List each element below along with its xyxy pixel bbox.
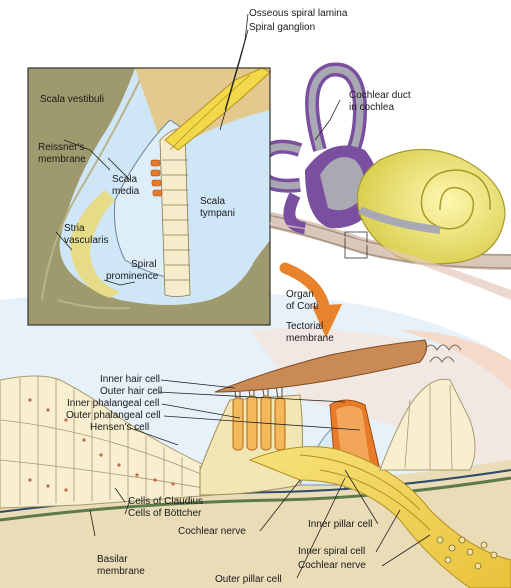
label-stria-2: vascularis <box>64 235 108 246</box>
label-inner-hair-cell: Inner hair cell <box>100 374 160 385</box>
label-outer-pillar-cell: Outer pillar cell <box>215 574 282 585</box>
label-spiral-prominence-1: Spiral <box>131 259 157 270</box>
label-reissners-1: Reissner's <box>38 142 84 153</box>
label-in-cochlea: in cochlea <box>349 102 394 113</box>
label-cells-of-bottcher: Cells of Böttcher <box>128 508 201 519</box>
label-inner-spiral-cell: Inner spiral cell <box>298 546 365 557</box>
label-scala-media-1: Scala <box>112 174 137 185</box>
label-outer-hair-cell: Outer hair cell <box>100 386 162 397</box>
label-osseous-spiral-lamina: Osseous spiral lamina <box>249 8 347 19</box>
label-spiral-prominence-2: prominence <box>106 271 158 282</box>
label-hensens-cell: Hensen's cell <box>90 422 149 433</box>
label-tectorial-1: Tectorial <box>286 321 323 332</box>
label-spiral-ganglion: Spiral ganglion <box>249 22 315 33</box>
label-outer-phalangeal-cell: Outer phalangeal cell <box>66 410 161 421</box>
label-stria-1: Stria <box>64 223 85 234</box>
label-inner-pillar-cell: Inner pillar cell <box>308 519 372 530</box>
label-scala-media-2: media <box>112 186 139 197</box>
label-basilar-1: Basilar <box>97 554 128 565</box>
label-cochlear-duct: Cochlear duct <box>349 90 411 101</box>
label-reissners-2: membrane <box>38 154 86 165</box>
label-cells-of-claudius: Cells of Claudius <box>128 496 203 507</box>
label-inner-phalangeal-cell: Inner phalangeal cell <box>67 398 159 409</box>
label-scala-vestibuli: Scala vestibuli <box>40 94 104 105</box>
label-basilar-2: membrane <box>97 566 145 577</box>
cross-section-inset <box>28 68 270 325</box>
label-scala-tympani-1: Scala <box>200 196 225 207</box>
label-cochlear-nerve-right: Cochlear nerve <box>298 560 366 571</box>
label-scala-tympani-2: tympani <box>200 208 235 219</box>
label-organ-2: of Corti <box>286 301 318 312</box>
label-cochlear-nerve-left: Cochlear nerve <box>178 526 246 537</box>
label-tectorial-2: membrane <box>286 333 334 344</box>
label-organ-1: Organ <box>286 289 314 300</box>
